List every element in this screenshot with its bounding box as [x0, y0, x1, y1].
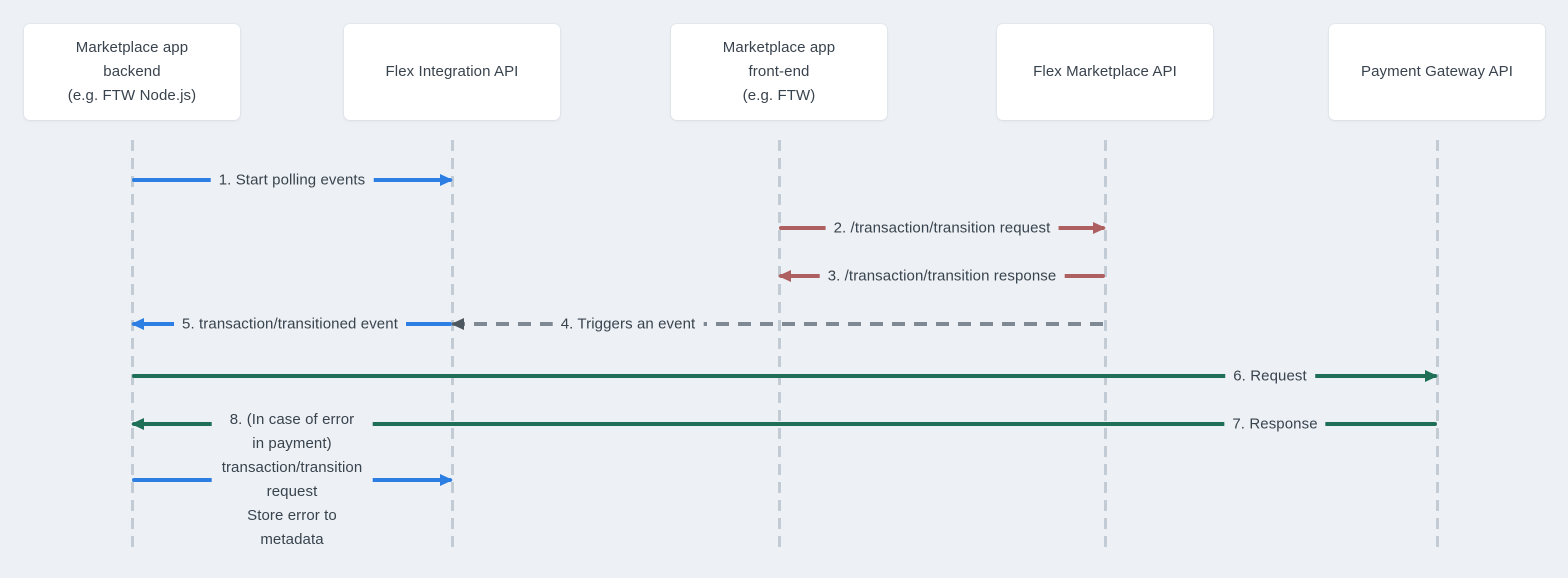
- message-label: 8. (In case of error in payment) transac…: [211, 408, 373, 552]
- actor-box-flex-integration-api: Flex Integration API: [344, 24, 560, 120]
- arrowhead-left-icon: [131, 318, 144, 330]
- actor-label: Marketplace app front-end (e.g. FTW): [722, 39, 836, 104]
- actor-label: Marketplace app backend (e.g. FTW Node.j…: [67, 39, 197, 104]
- arrowhead-right-icon: [440, 474, 453, 486]
- arrowhead-right-icon: [1093, 222, 1106, 234]
- message-line: [132, 374, 1437, 378]
- arrowhead-right-icon: [440, 174, 453, 186]
- message-label: 3. /transaction/transition response: [819, 267, 1065, 285]
- actor-label: Payment Gateway API: [1361, 63, 1513, 80]
- lifeline-marketplace-backend: [130, 140, 134, 550]
- lifeline-payment-gateway-api: [1435, 140, 1439, 550]
- arrowhead-left-icon: [131, 418, 144, 430]
- message-label: 6. Request: [1225, 367, 1315, 385]
- actor-box-flex-marketplace-api: Flex Marketplace API: [997, 24, 1213, 120]
- arrowhead-left-icon: [778, 270, 791, 282]
- message-line: [132, 422, 1437, 426]
- actor-box-marketplace-frontend: Marketplace app front-end (e.g. FTW): [671, 24, 887, 120]
- arrowhead-left-icon: [451, 318, 464, 330]
- arrowhead-right-icon: [1425, 370, 1438, 382]
- lifeline-marketplace-frontend: [777, 140, 781, 550]
- actor-box-payment-gateway-api: Payment Gateway API: [1329, 24, 1545, 120]
- lifeline-flex-marketplace-api: [1103, 140, 1107, 550]
- actor-label: Flex Marketplace API: [1033, 63, 1177, 80]
- message-label: 4. Triggers an event: [552, 315, 704, 333]
- actor-label: Flex Integration API: [385, 63, 519, 80]
- message-label: 7. Response: [1224, 415, 1326, 433]
- actor-box-marketplace-backend: Marketplace app backend (e.g. FTW Node.j…: [24, 24, 240, 120]
- lifeline-flex-integration-api: [450, 140, 454, 550]
- message-label: 2. /transaction/transition request: [825, 219, 1059, 237]
- message-label: 1. Start polling events: [210, 171, 374, 189]
- message-label: 5. transaction/transitioned event: [174, 315, 406, 333]
- message-line-dashed: [452, 322, 1105, 326]
